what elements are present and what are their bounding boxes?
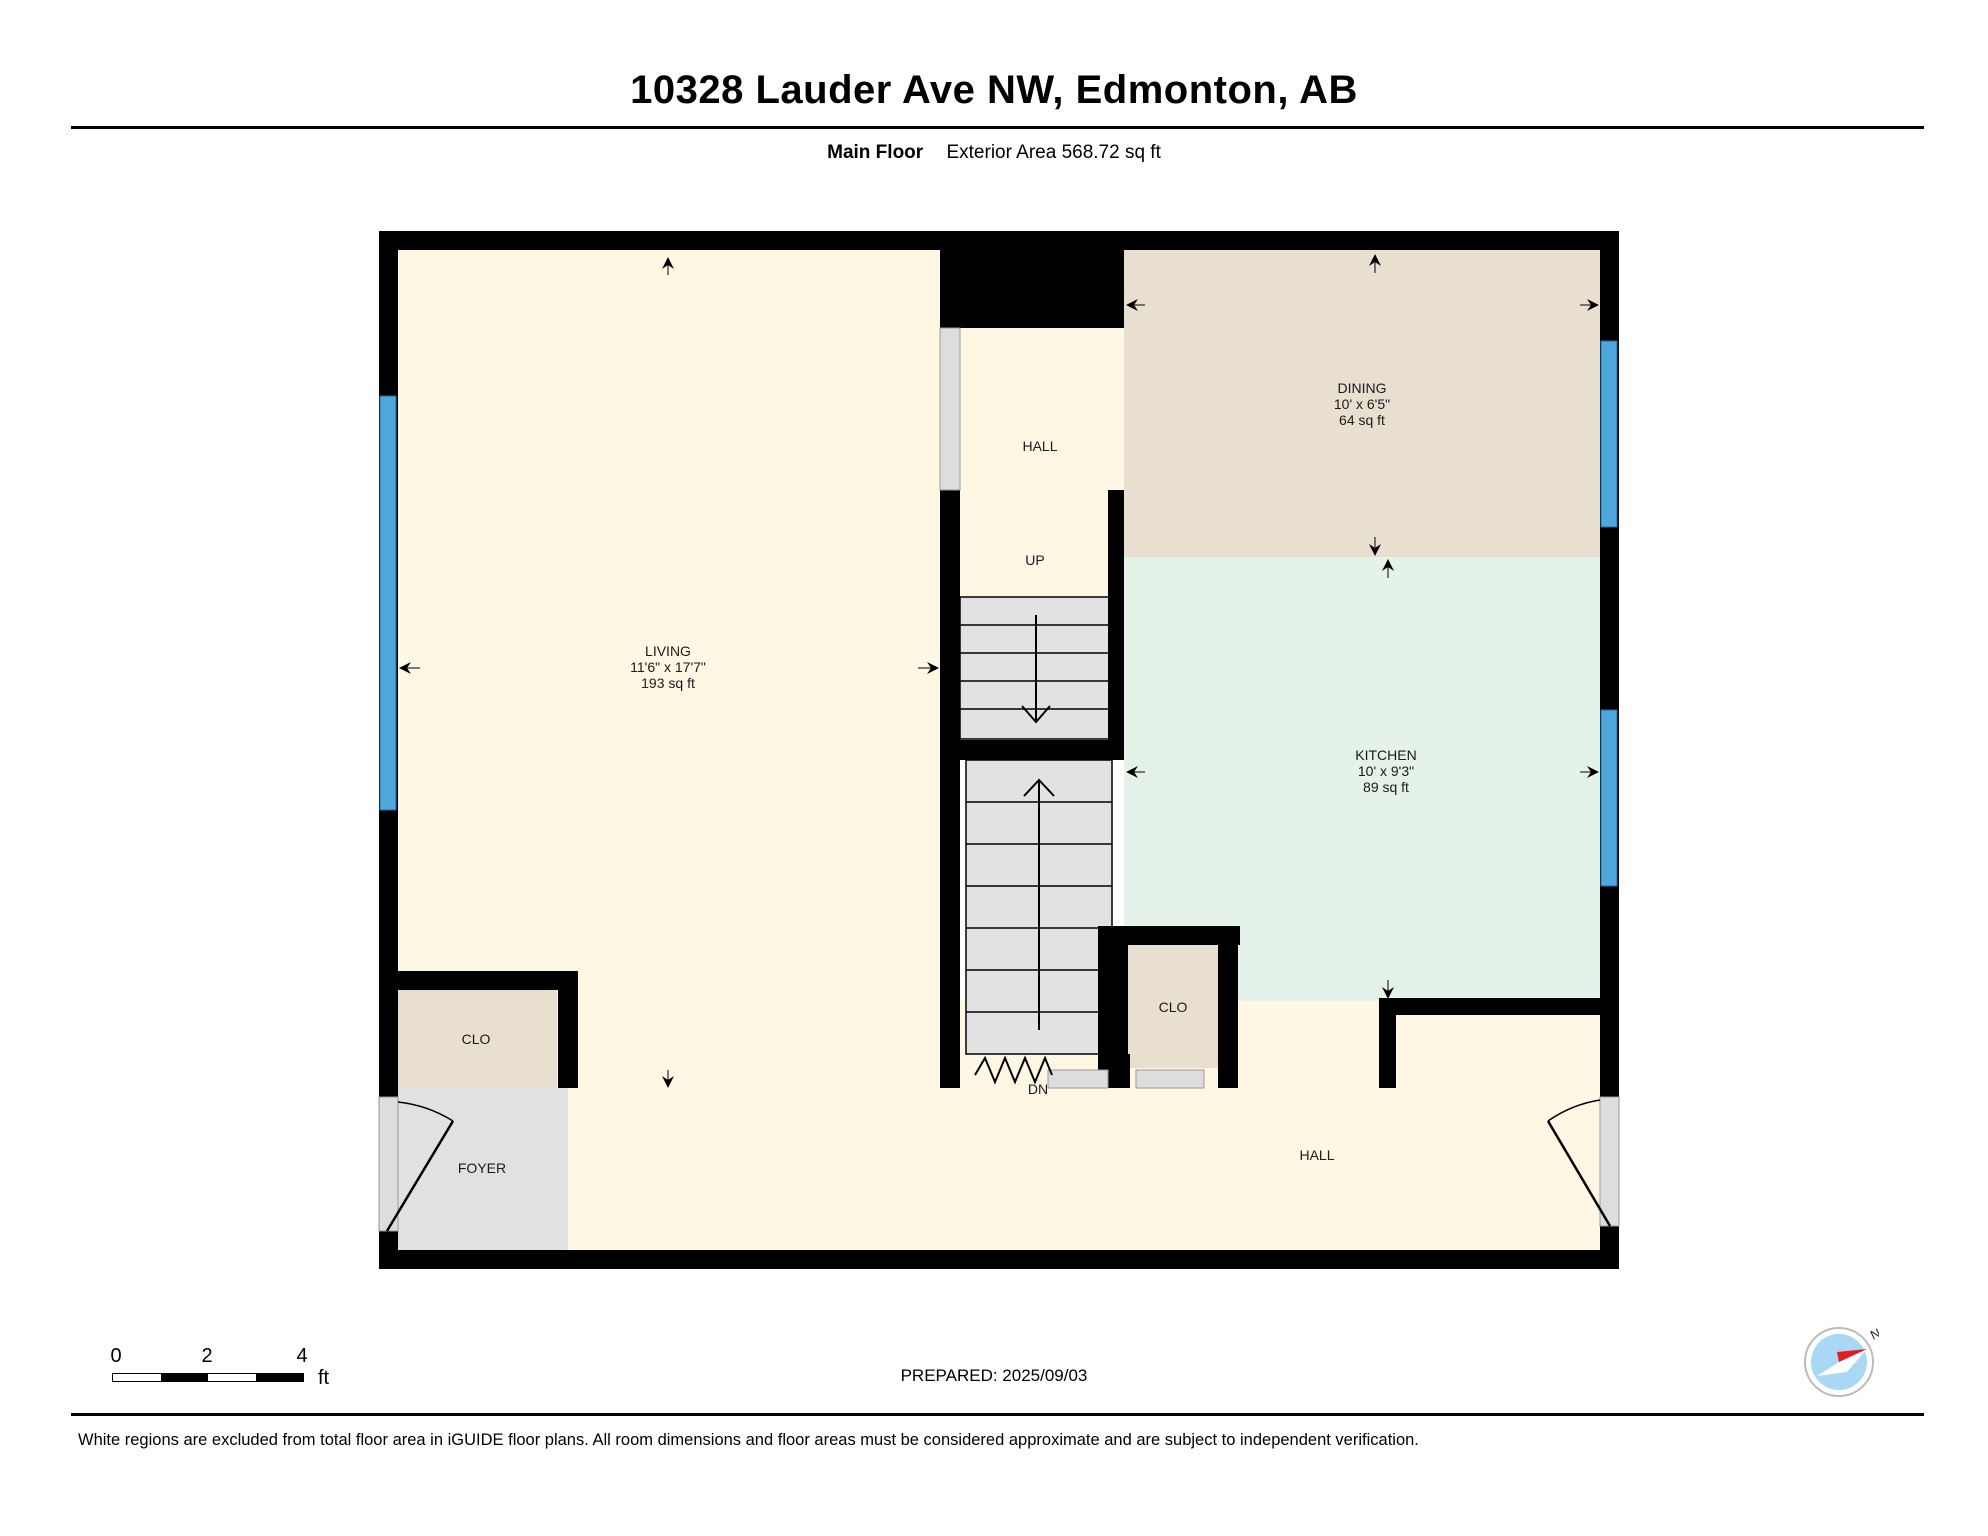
stair-railing (974, 1055, 1053, 1085)
scale-label-4: 4 (296, 1345, 308, 1367)
kitchen-dims: 10' x 9'3" (1358, 763, 1414, 779)
compass-north-label: N (1868, 1325, 1879, 1343)
footer-divider (71, 1413, 1924, 1416)
header-divider (71, 126, 1924, 129)
north-compass-icon: N (1804, 1325, 1879, 1397)
stairs-up-label: UP (1025, 552, 1044, 568)
disclaimer-text: White regions are excluded from total fl… (78, 1431, 1419, 1449)
dimension-arrows (399, 254, 1599, 1088)
hall-upper-floor (958, 325, 1124, 597)
stair-direction-arrows (1021, 615, 1055, 1030)
dining-dims: 10' x 6'5" (1334, 396, 1390, 412)
dining-area: 64 sq ft (1339, 412, 1385, 428)
floor-name: Main Floor (827, 142, 924, 163)
floor-summary: Main Floor Exterior Area 568.72 sq ft (0, 142, 1988, 164)
scale-bar (112, 1373, 304, 1382)
foyer-floor (397, 1088, 568, 1256)
wall-openings (378, 327, 1620, 1232)
kitchen-area: 89 sq ft (1363, 779, 1409, 795)
living-area: 193 sq ft (641, 675, 695, 691)
scale-unit: ft (318, 1367, 330, 1389)
doors (385, 1099, 1612, 1232)
exterior-area: Exterior Area 568.72 sq ft (946, 142, 1161, 163)
closet-right-floor (1128, 945, 1220, 1068)
closet-left-floor (397, 990, 557, 1088)
closet-left-label: CLO (462, 1031, 491, 1047)
foyer-label: FOYER (458, 1160, 506, 1176)
living-dims: 11'6" x 17'7" (630, 659, 706, 675)
hall-lower-label: HALL (1299, 1147, 1334, 1163)
page-title: 10328 Lauder Ave NW, Edmonton, AB (630, 68, 1358, 112)
dining-label: DINING (1338, 380, 1387, 396)
scale-label-2: 2 (201, 1345, 213, 1367)
hall-upper-label: HALL (1022, 438, 1057, 454)
dining-floor (1124, 250, 1601, 557)
scale-label-0: 0 (110, 1345, 122, 1367)
living-floor (397, 246, 942, 1088)
living-label: LIVING (645, 643, 691, 659)
stairs-down-label: DN (1028, 1081, 1048, 1097)
prepared-date: PREPARED: 2025/09/03 (900, 1366, 1088, 1385)
closet-right-label: CLO (1159, 999, 1188, 1015)
kitchen-label: KITCHEN (1355, 747, 1416, 763)
windows (379, 340, 1618, 887)
